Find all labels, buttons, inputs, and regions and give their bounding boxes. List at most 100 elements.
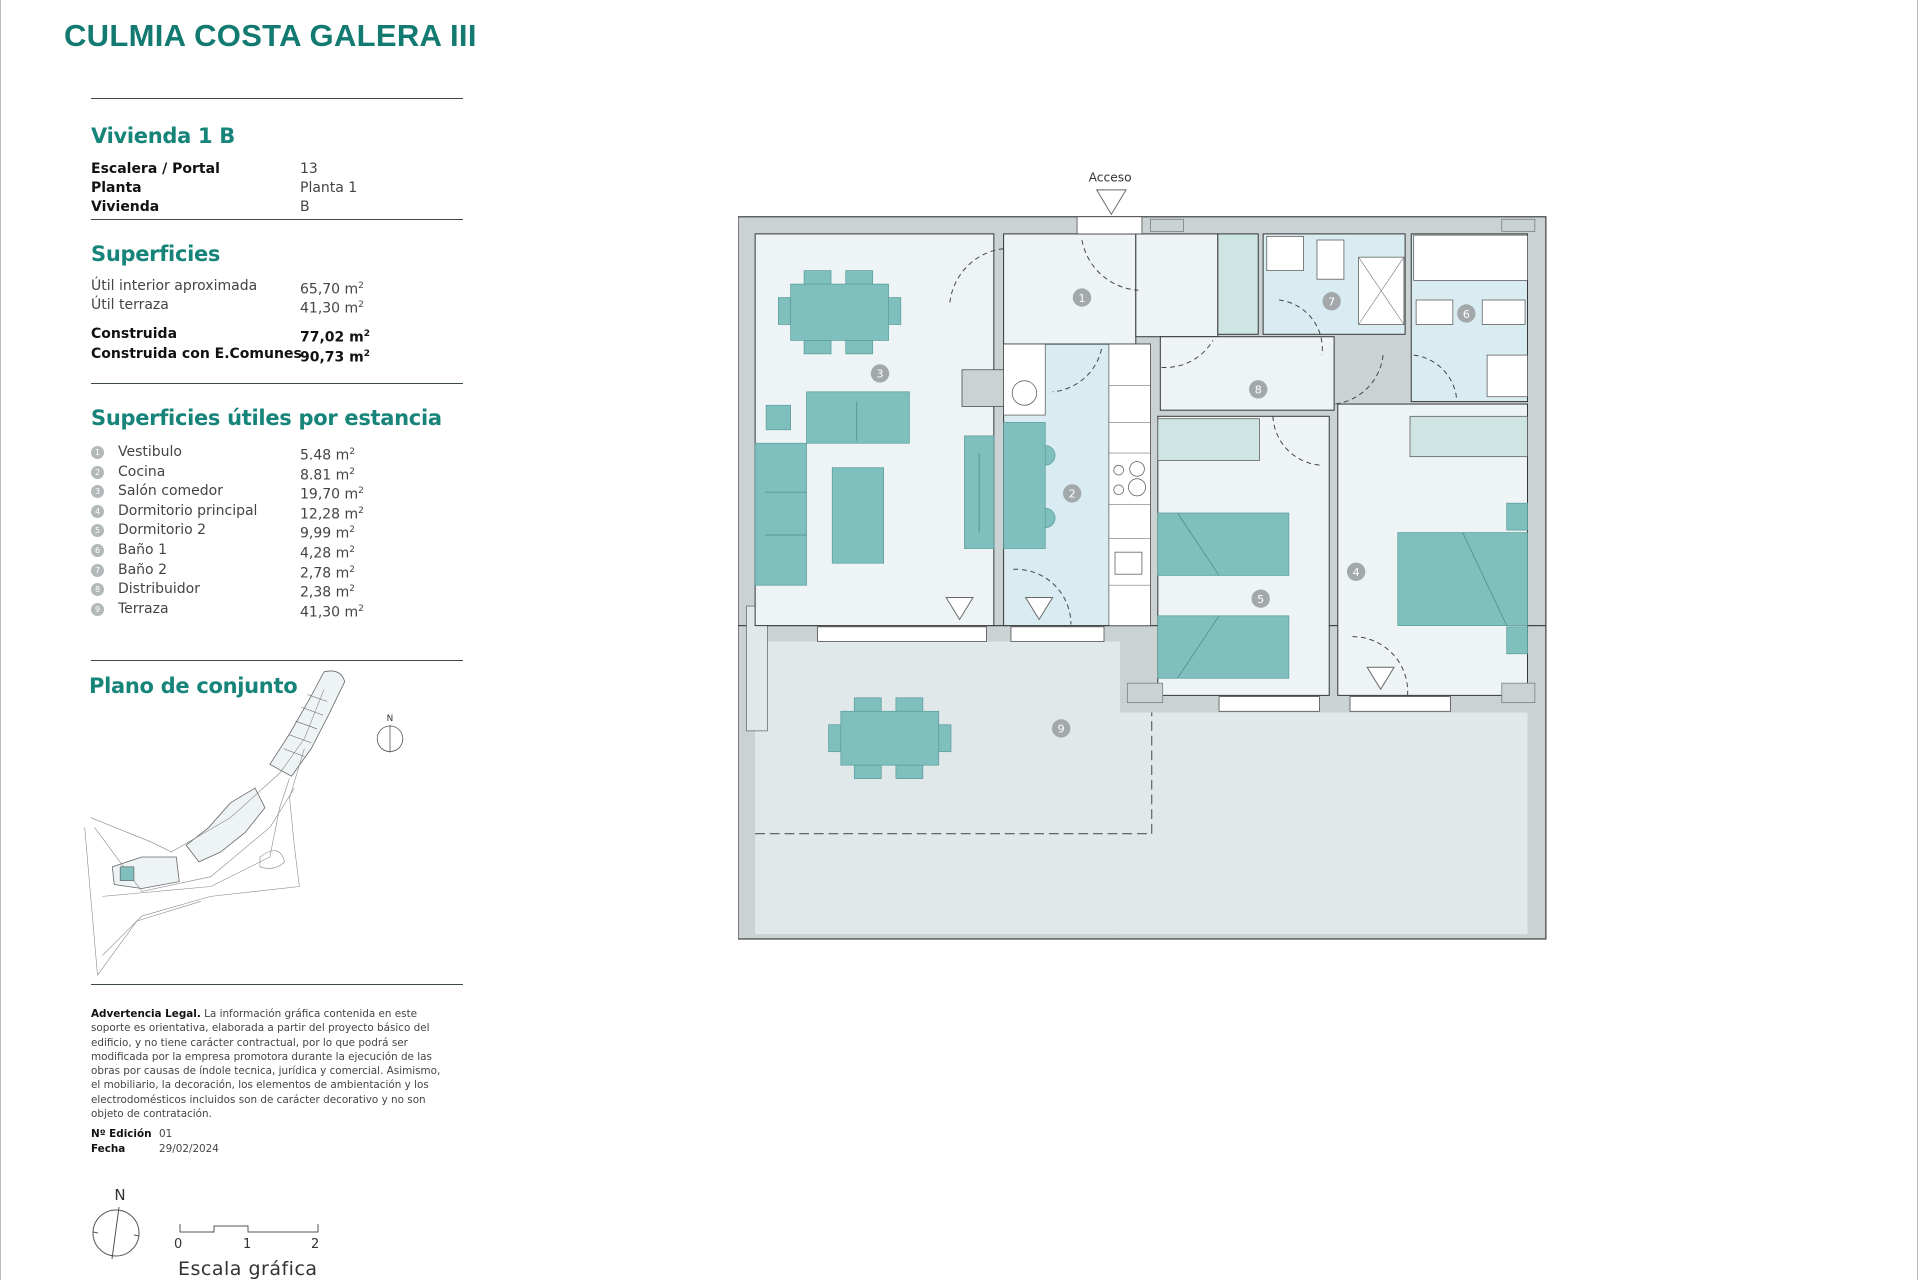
room-area: 41,30 m2 <box>300 603 364 621</box>
bathtub <box>1413 234 1528 281</box>
value: 90,73 m2 <box>300 349 371 366</box>
site-building <box>185 787 266 863</box>
room-badge <box>1457 304 1476 323</box>
room-badge <box>1072 288 1092 307</box>
room-badge-number: 1 <box>1078 292 1085 305</box>
divider <box>91 98 463 99</box>
closet <box>1217 233 1259 335</box>
coffee-table <box>831 467 885 564</box>
kitchen-island <box>1003 422 1046 549</box>
room-list-item: 1 Vestibulo 5.48 m2 <box>91 443 471 464</box>
terrace-floor <box>755 641 1120 935</box>
room-name: Dormitorio 2 <box>118 522 207 539</box>
room-area: 8.81 m2 <box>300 466 355 484</box>
scale-bar <box>179 1224 319 1233</box>
view-arrow-icon <box>945 596 974 621</box>
scale-tick-2: 2 <box>311 1237 320 1252</box>
room-badge-number: 9 <box>1058 723 1065 736</box>
room-badge-number: 6 <box>1463 308 1470 321</box>
window <box>817 626 987 642</box>
double-bed <box>1397 532 1528 626</box>
room-area: 9,99 m2 <box>300 525 355 543</box>
room-name: Distribuidor <box>118 581 200 598</box>
entrance-door <box>1076 216 1143 235</box>
label: Vivienda <box>91 199 160 215</box>
room-list-item: 3 Salón comedor 19,70 m2 <box>91 482 471 503</box>
room-area: 2,78 m2 <box>300 564 355 582</box>
room-badge <box>1322 292 1341 311</box>
site-plan: N <box>84 670 404 976</box>
wardrobe <box>1157 418 1260 461</box>
divider <box>91 383 463 384</box>
room-badge <box>1051 719 1071 738</box>
site-building <box>269 670 346 777</box>
room-vestibule <box>1003 233 1137 345</box>
room-area: 19,70 m2 <box>300 486 364 503</box>
room-area: 5.48 m2 <box>300 447 355 464</box>
site-north-label: N <box>387 714 394 724</box>
bed <box>1157 615 1290 679</box>
room-name: Terraza <box>118 600 169 617</box>
room-name: Vestibulo <box>118 444 182 460</box>
label: Útil interior aproximada <box>91 278 258 294</box>
room-number-badge: 2 <box>91 465 104 479</box>
scale-label: Escala gráfica <box>178 1258 318 1280</box>
sofa <box>806 391 910 444</box>
access-arrow-icon <box>1095 189 1127 216</box>
surfaces-heading: Superficies <box>91 242 221 266</box>
room-badge <box>1062 484 1082 503</box>
floor-plan: Acceso <box>738 170 1547 940</box>
room-badge <box>870 364 890 383</box>
room-number-badge: 5 <box>91 524 104 538</box>
room-list-item: 2 Cocina 8.81 m2 <box>91 463 471 483</box>
room-number-badge: 4 <box>91 504 104 518</box>
room-badge-number: 5 <box>1257 593 1264 606</box>
room-badge-number: 8 <box>1255 384 1262 397</box>
value: Planta 1 <box>300 180 358 196</box>
washbasin <box>1415 299 1454 325</box>
room-badge <box>1249 380 1268 399</box>
value: 41,30 m2 <box>300 300 364 317</box>
room-badge-number: 2 <box>1069 488 1076 501</box>
value: 77,02 m2 <box>300 329 371 346</box>
room-number-badge: 3 <box>91 485 104 499</box>
view-arrow-icon <box>1366 666 1395 691</box>
window <box>1010 626 1105 642</box>
room-name: Cocina <box>118 463 166 480</box>
compass-icon: N <box>92 1186 140 1260</box>
room-badge-number: 3 <box>876 368 883 381</box>
value: B <box>300 199 310 215</box>
scale-tick-0: 0 <box>174 1237 183 1252</box>
room-distributor <box>1159 336 1335 411</box>
room-area: 2,38 m2 <box>300 584 355 601</box>
divider <box>91 660 463 661</box>
room-number-badge: 9 <box>91 602 104 616</box>
terrace-table <box>840 710 940 766</box>
room-badge-number: 4 <box>1353 566 1360 579</box>
room-area: 12,28 m2 <box>300 505 364 523</box>
room-list-item: 9 Terraza 41,30 m2 <box>91 600 471 620</box>
value: 65,70 m2 <box>300 281 364 298</box>
room-name: Salón comedor <box>118 483 223 500</box>
page-border-left <box>0 0 1 1280</box>
site-plan-heading: Plano de conjunto <box>89 674 298 698</box>
room-list-item: 5 Dormitorio 2 9,99 m2 <box>91 521 471 542</box>
project-title: CULMIA COSTA GALERA III <box>64 18 477 53</box>
room-name: Baño 2 <box>118 561 167 578</box>
value: 13 <box>300 161 318 177</box>
wardrobe <box>1409 415 1528 458</box>
access-label: Acceso <box>1089 170 1132 184</box>
page-border-right <box>1917 0 1918 1280</box>
room-number-badge: 1 <box>91 446 104 459</box>
